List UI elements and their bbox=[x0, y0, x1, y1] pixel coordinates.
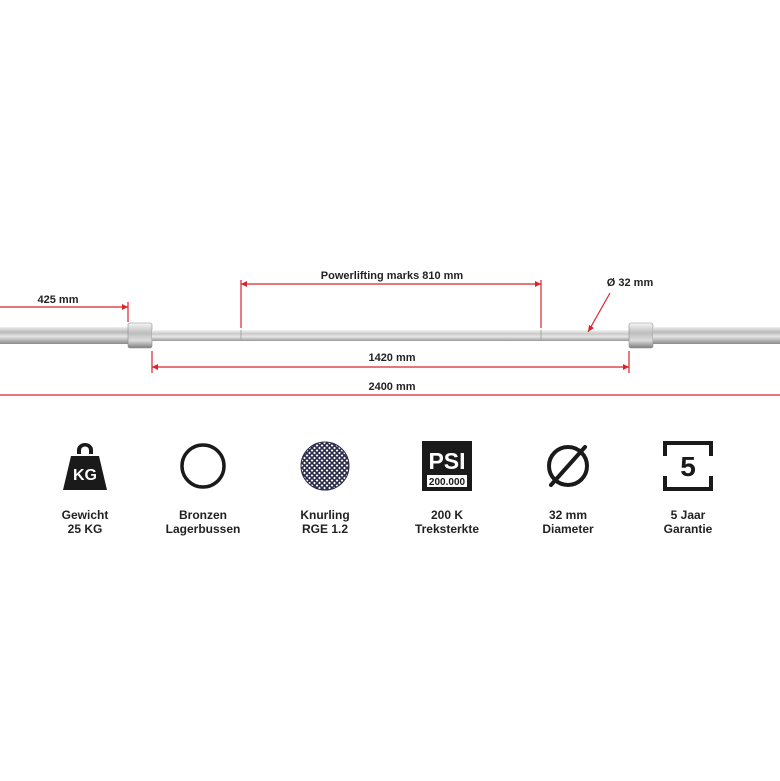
feature-tensile-line1: 200 K bbox=[430, 508, 464, 522]
end-length-label: 425 mm bbox=[38, 294, 79, 306]
feature-weight-line2: 25 KG bbox=[67, 522, 103, 536]
feature-bushing-line2: Lagerbussen bbox=[165, 522, 241, 536]
knurling-texture-icon bbox=[300, 441, 350, 491]
diameter-label: Ø 32 mm bbox=[607, 277, 654, 289]
feature-knurling-line2: RGE 1.2 bbox=[301, 522, 349, 536]
svg-text:200.000: 200.000 bbox=[429, 477, 466, 488]
dimension-lines bbox=[0, 280, 780, 396]
psi-badge-icon: PSI 200.000 bbox=[422, 441, 472, 491]
warranty-five-icon: 5 bbox=[663, 441, 713, 491]
feature-bushing: Bronzen Lagerbussen bbox=[148, 438, 258, 536]
feature-warranty: 5 5 Jaar Garantie bbox=[633, 438, 743, 536]
powerlifting-marks-label: Powerlifting marks 810 mm bbox=[321, 270, 464, 282]
feature-tensile-strength: PSI 200.000 200 K Treksterkte bbox=[392, 438, 502, 536]
svg-text:KG: KG bbox=[73, 467, 97, 484]
kettlebell-weight-icon: KG bbox=[63, 443, 107, 490]
right-collar bbox=[628, 322, 654, 349]
ring-bushing-icon bbox=[180, 443, 226, 489]
right-sleeve bbox=[653, 327, 780, 344]
feature-warranty-line1: 5 Jaar bbox=[670, 508, 706, 522]
feature-knurling: Knurling RGE 1.2 bbox=[270, 438, 380, 536]
total-length-label: 2400 mm bbox=[368, 381, 415, 393]
feature-diameter-line2: Diameter bbox=[542, 522, 594, 536]
feature-warranty-line2: Garantie bbox=[663, 522, 713, 536]
feature-weight-line1: Gewicht bbox=[61, 508, 109, 522]
diameter-leader-line bbox=[587, 292, 611, 333]
feature-diameter-line1: 32 mm bbox=[548, 508, 588, 522]
svg-text:5: 5 bbox=[680, 451, 696, 482]
barbell bbox=[0, 322, 780, 349]
diameter-symbol-icon bbox=[547, 445, 589, 487]
left-collar bbox=[127, 322, 153, 349]
feature-tensile-line2: Treksterkte bbox=[414, 522, 480, 536]
left-sleeve bbox=[0, 327, 128, 344]
inner-length-label: 1420 mm bbox=[368, 352, 415, 364]
feature-knurling-line1: Knurling bbox=[300, 508, 350, 522]
feature-bushing-line1: Bronzen bbox=[179, 508, 227, 522]
feature-weight: KG Gewicht 25 KG bbox=[30, 438, 140, 536]
svg-text:PSI: PSI bbox=[428, 448, 465, 474]
shaft bbox=[152, 330, 629, 341]
feature-diameter: 32 mm Diameter bbox=[513, 438, 623, 536]
